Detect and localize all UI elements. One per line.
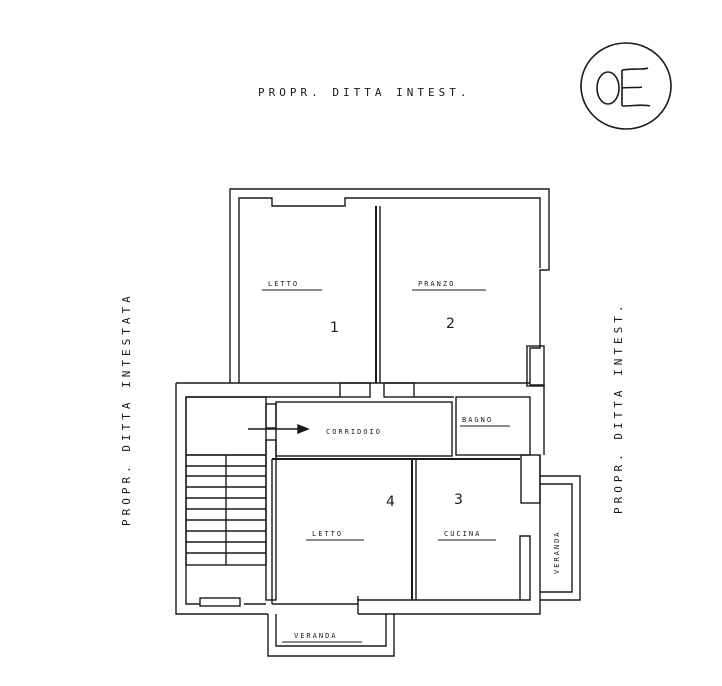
label-underlines <box>262 289 510 643</box>
room-number-1: 1 <box>330 320 339 336</box>
room-label-letto-1: LETTO <box>268 280 300 288</box>
seal-stamp <box>580 42 672 130</box>
upper-block-walls <box>229 188 550 385</box>
stair-corridor-divider <box>265 403 277 601</box>
stair-block <box>185 396 267 607</box>
left-owner-label: PROPR. DITTA INTESTATA <box>120 292 133 526</box>
top-owner-label: PROPR. DITTA INTEST. <box>258 86 471 99</box>
entrance-arrow <box>248 423 310 435</box>
room-label-bagno: BAGNO <box>462 416 494 424</box>
lower-rooms-walls <box>271 458 520 614</box>
room-label-cucina: CUCINA <box>444 530 482 538</box>
room-label-corridoio: CORRIDOIO <box>326 428 382 436</box>
lower-block-walls <box>175 345 545 615</box>
room-number-3: 3 <box>454 492 463 508</box>
bagno-walls <box>455 396 531 456</box>
partition-letto-pranzo <box>375 206 381 383</box>
room-number-4: 4 <box>386 494 395 510</box>
veranda-right-walls <box>540 475 581 601</box>
room-number-2: 2 <box>446 316 455 332</box>
veranda-bottom-walls <box>267 614 395 657</box>
room-label-veranda-bottom: VERANDA <box>294 632 338 640</box>
room-label-pranzo: PRANZO <box>418 280 456 288</box>
room-label-letto-2: LETTO <box>312 530 344 538</box>
right-owner-label: PROPR. DITTA INTEST. <box>612 301 625 514</box>
room-label-veranda-right: VERANDA <box>553 530 561 574</box>
upper-corridor-wall <box>176 382 530 398</box>
